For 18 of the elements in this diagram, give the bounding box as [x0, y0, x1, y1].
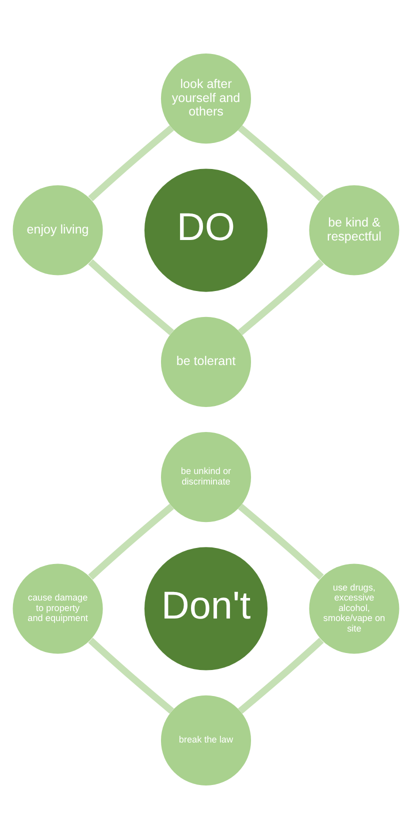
connector	[238, 637, 324, 714]
node-circle: Don't	[144, 546, 268, 670]
connector	[238, 124, 324, 201]
node-circle: enjoy living	[12, 184, 103, 275]
connector	[238, 503, 324, 580]
node-circle: use drugs, excessive alcohol, smoke/vape on site	[309, 563, 400, 654]
connector	[238, 258, 324, 335]
node-circle: be kind & respectful	[309, 184, 400, 275]
node-circle: break the law	[160, 694, 252, 785]
connector	[88, 124, 174, 201]
connector	[88, 503, 174, 580]
connector	[88, 258, 174, 335]
connector	[88, 637, 174, 714]
node-circle: DO	[144, 168, 268, 292]
node-circle: look after yourself and others	[160, 53, 252, 144]
node-circle: be tolerant	[160, 316, 252, 406]
node-circle: be unkind or discriminate	[160, 432, 252, 522]
node-circle: cause damage to property and equipment	[12, 563, 103, 654]
